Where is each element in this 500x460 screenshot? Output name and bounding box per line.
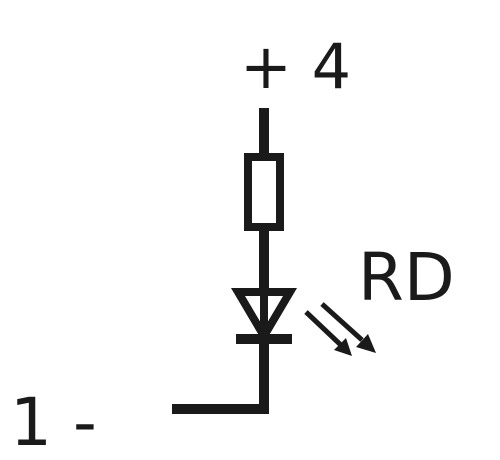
bottom-terminal-label: 1 -: [10, 384, 97, 460]
resistor-icon: [244, 153, 284, 231]
light-emission-arrows-icon: [304, 302, 376, 356]
top-terminal-label: + 4: [240, 30, 351, 103]
color-label: RD: [358, 239, 455, 316]
